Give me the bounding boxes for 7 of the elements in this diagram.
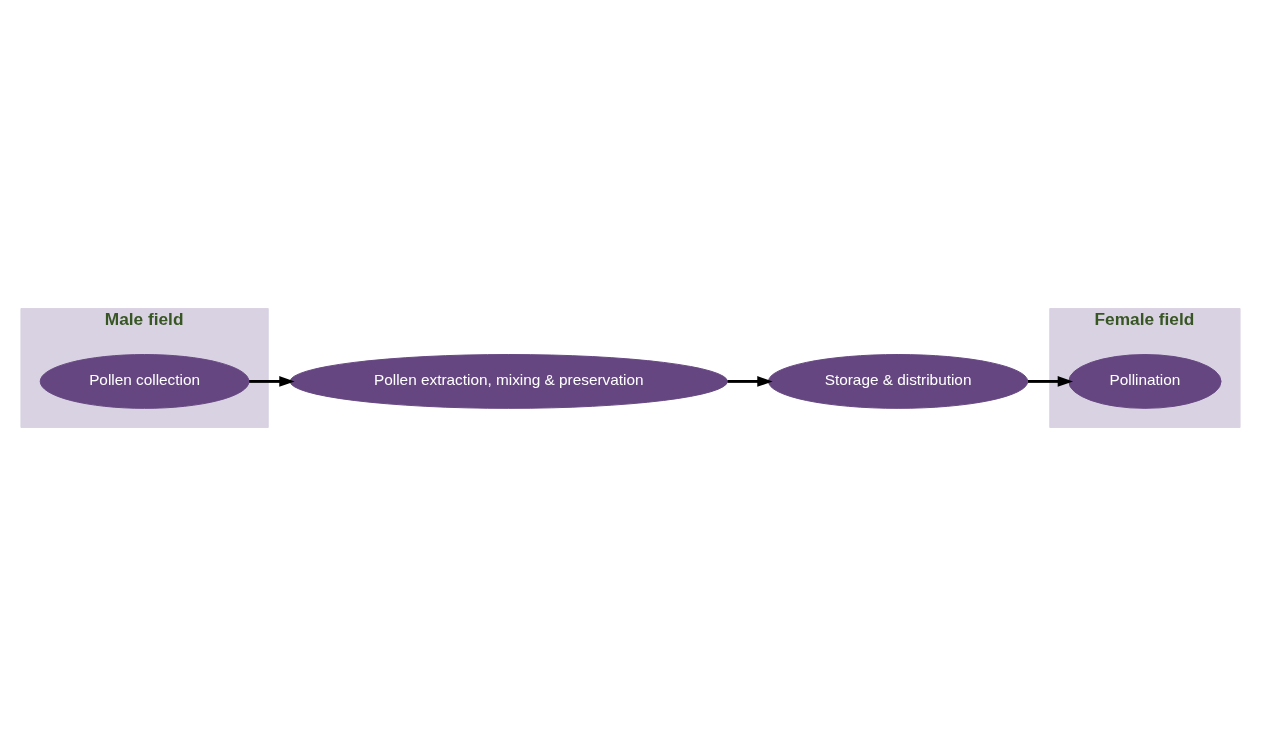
arrow bbox=[727, 376, 773, 387]
node-ellipse: Pollen collection bbox=[39, 354, 250, 409]
arrow bbox=[249, 376, 295, 387]
node-ellipse: Storage & distribution bbox=[767, 354, 1029, 409]
node-ellipse: Pollination bbox=[1068, 354, 1222, 409]
node-ellipse: Pollen extraction, mixing & preservation bbox=[289, 354, 728, 409]
arrow bbox=[1027, 376, 1074, 387]
